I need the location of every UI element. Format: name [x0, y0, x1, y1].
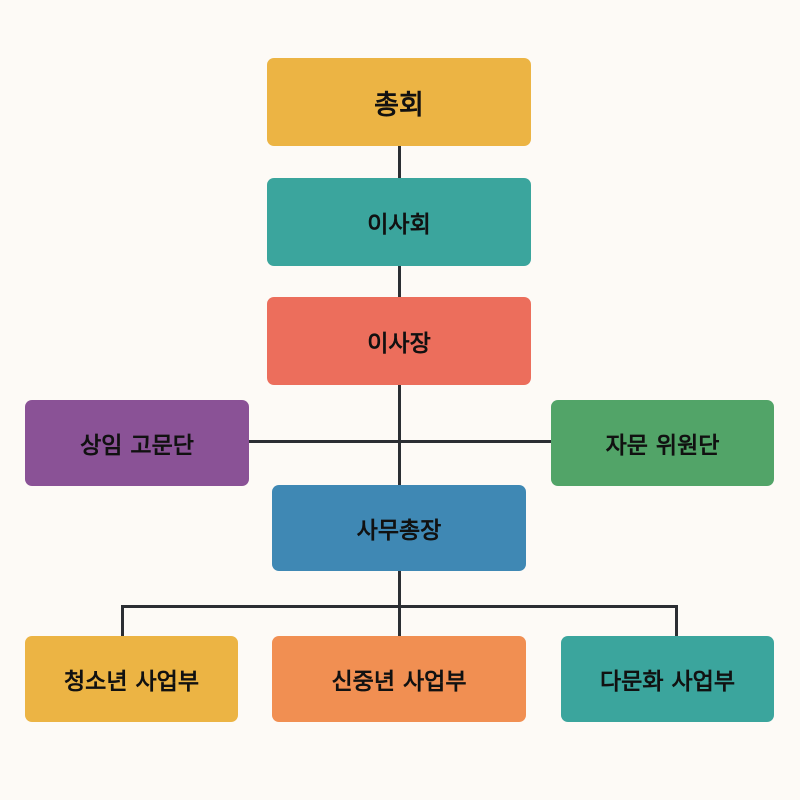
node-youth-department: 청소년 사업부 — [25, 636, 238, 722]
node-chair: 이사장 — [267, 297, 531, 385]
node-label: 자문 위원단 — [605, 433, 720, 459]
connector-youth-vertical — [121, 605, 124, 636]
node-label: 총회 — [374, 89, 424, 121]
connector-main-vertical — [398, 146, 401, 636]
node-label: 다문화 사업부 — [600, 669, 735, 695]
node-general-assembly: 총회 — [267, 58, 531, 146]
node-board: 이사회 — [267, 178, 531, 266]
node-midlife-department: 신중년 사업부 — [272, 636, 526, 722]
node-multicultural-department: 다문화 사업부 — [561, 636, 774, 722]
node-label: 상임 고문단 — [80, 433, 194, 459]
node-advisory-committee: 자문 위원단 — [551, 400, 774, 486]
node-label: 이사장 — [367, 331, 431, 357]
node-standing-advisors: 상임 고문단 — [25, 400, 249, 486]
node-label: 청소년 사업부 — [64, 669, 199, 695]
node-label: 신중년 사업부 — [331, 669, 467, 695]
connector-multicultural-vertical — [675, 605, 678, 636]
node-label: 사무총장 — [356, 518, 442, 544]
node-label: 이사회 — [367, 212, 431, 238]
node-secretary-general: 사무총장 — [272, 485, 526, 571]
connector-advisors-horizontal — [249, 440, 551, 443]
connector-departments-horizontal — [121, 605, 678, 608]
